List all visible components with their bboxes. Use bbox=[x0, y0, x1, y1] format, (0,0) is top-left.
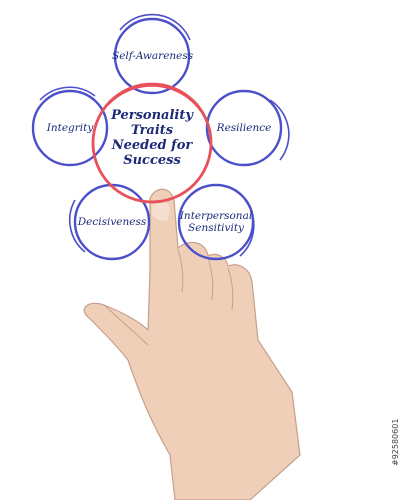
trait-circle-integrity bbox=[31, 86, 109, 167]
trait-circle-interpersonal-sensitivity bbox=[177, 183, 255, 261]
trait-label-line: Sensitivity bbox=[188, 222, 244, 235]
trait-label-decisiveness: Decisiveness bbox=[77, 216, 147, 228]
trait-label-resilience: Resilience bbox=[214, 122, 274, 134]
center-title-line: Needed for bbox=[111, 137, 193, 153]
center-title-line: Success bbox=[123, 152, 181, 168]
trait-label-line: Interpersonal bbox=[179, 210, 253, 222]
trait-circle-resilience bbox=[205, 89, 290, 167]
pointing-hand bbox=[83, 188, 301, 500]
trait-label-line: Resilience bbox=[216, 122, 272, 134]
stock-id-watermark: #92580601 bbox=[391, 418, 400, 466]
trait-label-line: Self-Awareness bbox=[112, 50, 194, 62]
trait-label-integrity: Integrity bbox=[40, 122, 100, 134]
trait-circle-self-awareness bbox=[113, 13, 191, 95]
center-title-line: Personality bbox=[111, 108, 193, 123]
center-circle bbox=[91, 82, 213, 204]
trait-label-interpersonal-sensitivity: Interpersonal Sensitivity bbox=[176, 210, 256, 234]
center-title-line: Traits bbox=[130, 122, 174, 138]
trait-label-self-awareness: Self-Awareness bbox=[112, 50, 194, 62]
trait-label-line: Integrity bbox=[46, 122, 94, 134]
trait-label-line: Decisiveness bbox=[77, 216, 147, 228]
center-title: Personality Traits Needed for Success bbox=[97, 108, 207, 169]
